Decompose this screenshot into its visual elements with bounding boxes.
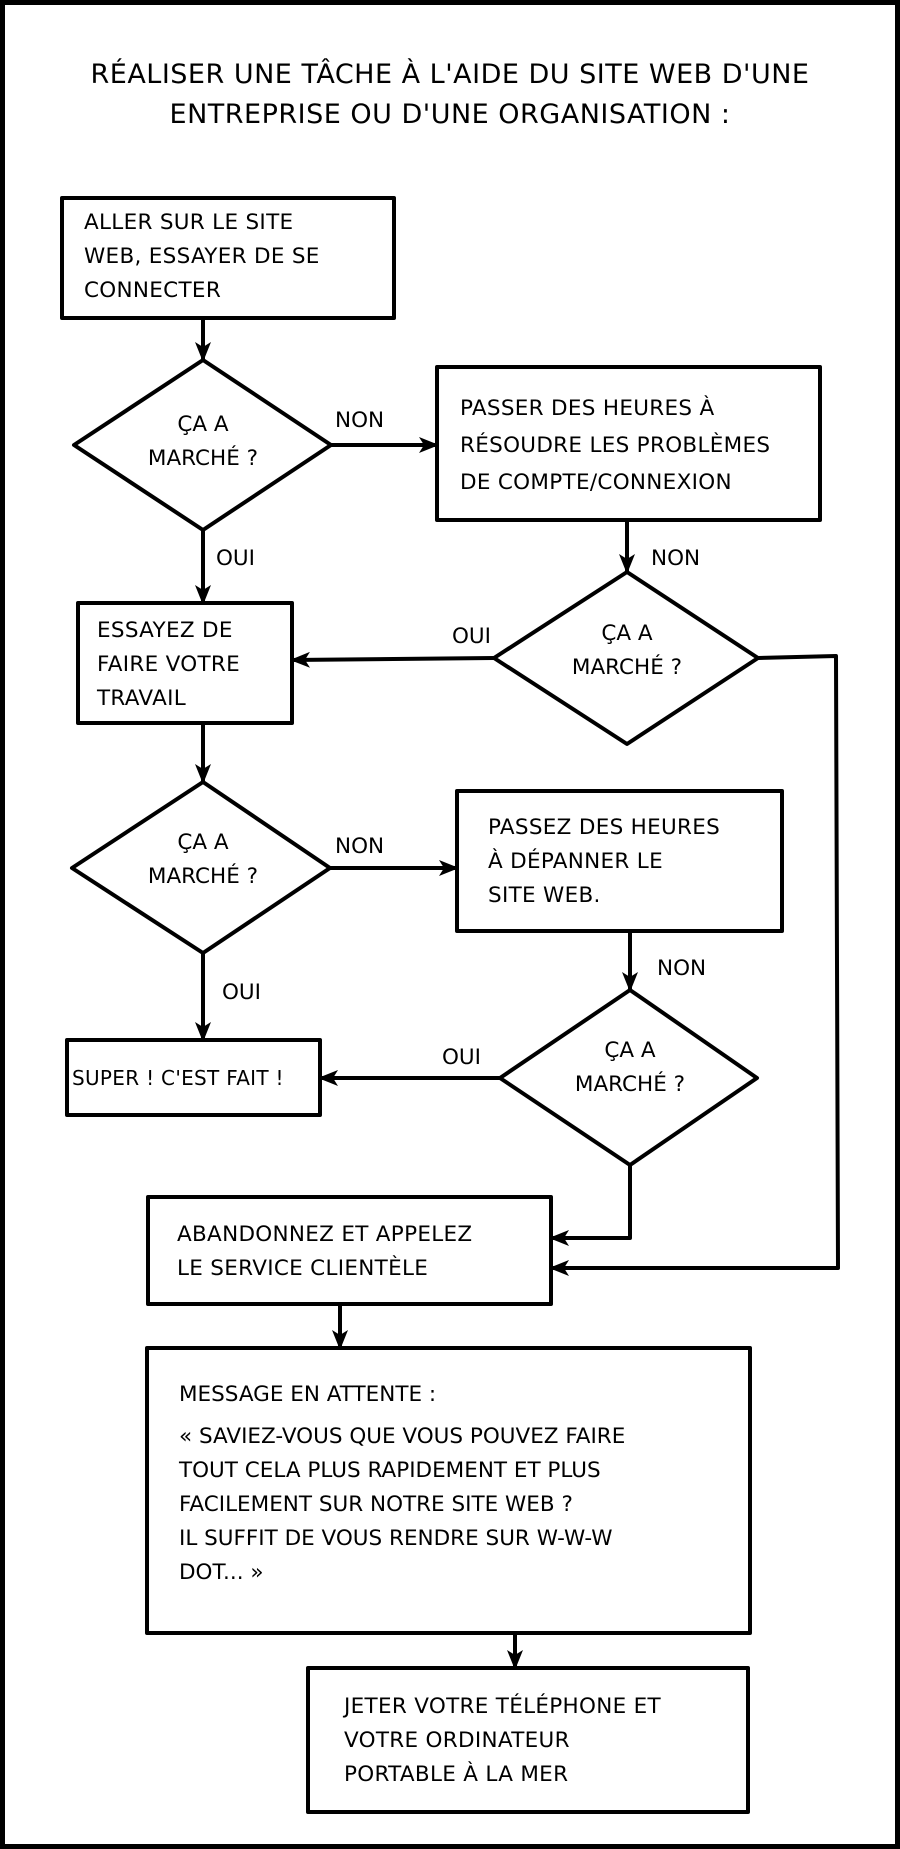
decision-line: MARCHÉ ? xyxy=(147,446,259,471)
hold-message-line: « SAVIEZ-VOUS QUE VOUS POUVEZ FAIRE xyxy=(179,1424,626,1449)
box-login xyxy=(60,196,396,320)
node-login-line: ALLER SUR LE SITE xyxy=(84,210,294,235)
hold-message-line: TOUT CELA PLUS RAPIDEMENT ET PLUS xyxy=(179,1458,601,1483)
node-debug-site: PASSEZ DES HEURES À DÉPANNER LE SITE WEB… xyxy=(488,811,720,913)
box-done xyxy=(65,1038,322,1117)
node-login: ALLER SUR LE SITE WEB, ESSAYER DE SE CON… xyxy=(84,206,320,308)
node-decision-2: ÇA A MARCHÉ ? xyxy=(547,617,707,685)
node-do-work: ESSAYEZ DE FAIRE VOTRE TRAVAIL xyxy=(97,614,240,716)
hold-message-line: DOT... » xyxy=(179,1560,264,1585)
edge-d2-to-support xyxy=(549,654,840,1276)
edge-d2-yes xyxy=(290,651,495,668)
decision-line: ÇA A xyxy=(604,1038,656,1063)
node-done-line: SUPER ! C'EST FAIT ! xyxy=(72,1066,284,1090)
node-debug-site-line: SITE WEB. xyxy=(488,883,601,908)
edge-label-d1-no: NON xyxy=(335,408,385,433)
node-login-line: WEB, ESSAYER DE SE xyxy=(84,244,320,269)
hold-message-header: MESSAGE EN ATTENTE : xyxy=(179,1382,437,1407)
edge-label-fix-no: NON xyxy=(651,546,701,571)
decision-line: ÇA A xyxy=(177,830,229,855)
node-login-line: CONNECTER xyxy=(84,278,222,303)
box-throw-devices xyxy=(306,1666,750,1814)
box-debug-site xyxy=(455,789,784,933)
edge-label-d1-yes: OUI xyxy=(216,546,256,571)
hold-message-line: IL SUFFIT DE VOUS RENDRE SUR W-W-W xyxy=(179,1526,613,1551)
title-line-1: RÉALISER UNE TÂCHE À L'AIDE DU SITE WEB … xyxy=(90,59,810,90)
edge-label-d2-yes: OUI xyxy=(452,624,492,649)
node-throw-devices: JETER VOTRE TÉLÉPHONE ET VOTRE ORDINATEU… xyxy=(344,1690,661,1792)
edge-label-d4-yes: OUI xyxy=(442,1045,482,1070)
node-fix-account: PASSER DES HEURES À RÉSOUDRE LES PROBLÈM… xyxy=(460,390,770,501)
node-debug-site-line: À DÉPANNER LE xyxy=(488,849,663,874)
node-call-support: ABANDONNEZ ET APPELEZ LE SERVICE CLIENTÈ… xyxy=(177,1218,472,1286)
decision-line: ÇA A xyxy=(177,412,229,437)
decision-line: ÇA A xyxy=(601,621,653,646)
box-do-work xyxy=(76,601,294,725)
node-do-work-line: TRAVAIL xyxy=(97,686,186,711)
node-do-work-line: FAIRE VOTRE xyxy=(97,652,241,677)
node-throw-devices-line: VOTRE ORDINATEUR xyxy=(344,1728,570,1753)
node-do-work-line: ESSAYEZ DE xyxy=(97,618,233,643)
node-decision-3: ÇA A MARCHÉ ? xyxy=(123,826,283,894)
box-hold-message xyxy=(145,1346,752,1635)
decision-line: MARCHÉ ? xyxy=(574,1072,686,1097)
node-decision-4: ÇA A MARCHÉ ? xyxy=(550,1034,710,1102)
node-debug-site-line: PASSEZ DES HEURES xyxy=(488,815,721,840)
node-call-support-line: LE SERVICE CLIENTÈLE xyxy=(177,1256,429,1281)
node-done: SUPER ! C'EST FAIT ! xyxy=(72,1061,284,1095)
edge-d4-to-support xyxy=(549,1165,632,1246)
node-fix-account-line: RÉSOUDRE LES PROBLÈMES xyxy=(460,433,771,458)
node-fix-account-line: DE COMPTE/CONNEXION xyxy=(460,470,732,495)
node-fix-account-line: PASSER DES HEURES À xyxy=(460,396,715,421)
hold-message-line: FACILEMENT SUR NOTRE SITE WEB ? xyxy=(179,1492,573,1517)
edge-label-d3-no: NON xyxy=(335,834,385,859)
node-throw-devices-line: PORTABLE À LA MER xyxy=(344,1762,569,1787)
flowchart-title: RÉALISER UNE TÂCHE À L'AIDE DU SITE WEB … xyxy=(30,55,870,135)
node-call-support-line: ABANDONNEZ ET APPELEZ xyxy=(177,1222,473,1247)
edge-label-d3-yes: OUI xyxy=(222,980,262,1005)
node-decision-1: ÇA A MARCHÉ ? xyxy=(123,408,283,476)
box-call-support xyxy=(146,1195,553,1306)
title-line-2: ENTREPRISE OU D'UNE ORGANISATION : xyxy=(169,99,731,130)
node-hold-message: MESSAGE EN ATTENTE : « SAVIEZ-VOUS QUE V… xyxy=(179,1378,625,1590)
decision-line: MARCHÉ ? xyxy=(147,864,259,889)
edge-label-debug-no: NON xyxy=(657,956,707,981)
decision-line: MARCHÉ ? xyxy=(571,655,683,680)
diamond-decision-2 xyxy=(492,570,760,746)
node-throw-devices-line: JETER VOTRE TÉLÉPHONE ET xyxy=(344,1694,661,1719)
box-fix-account xyxy=(435,365,822,522)
